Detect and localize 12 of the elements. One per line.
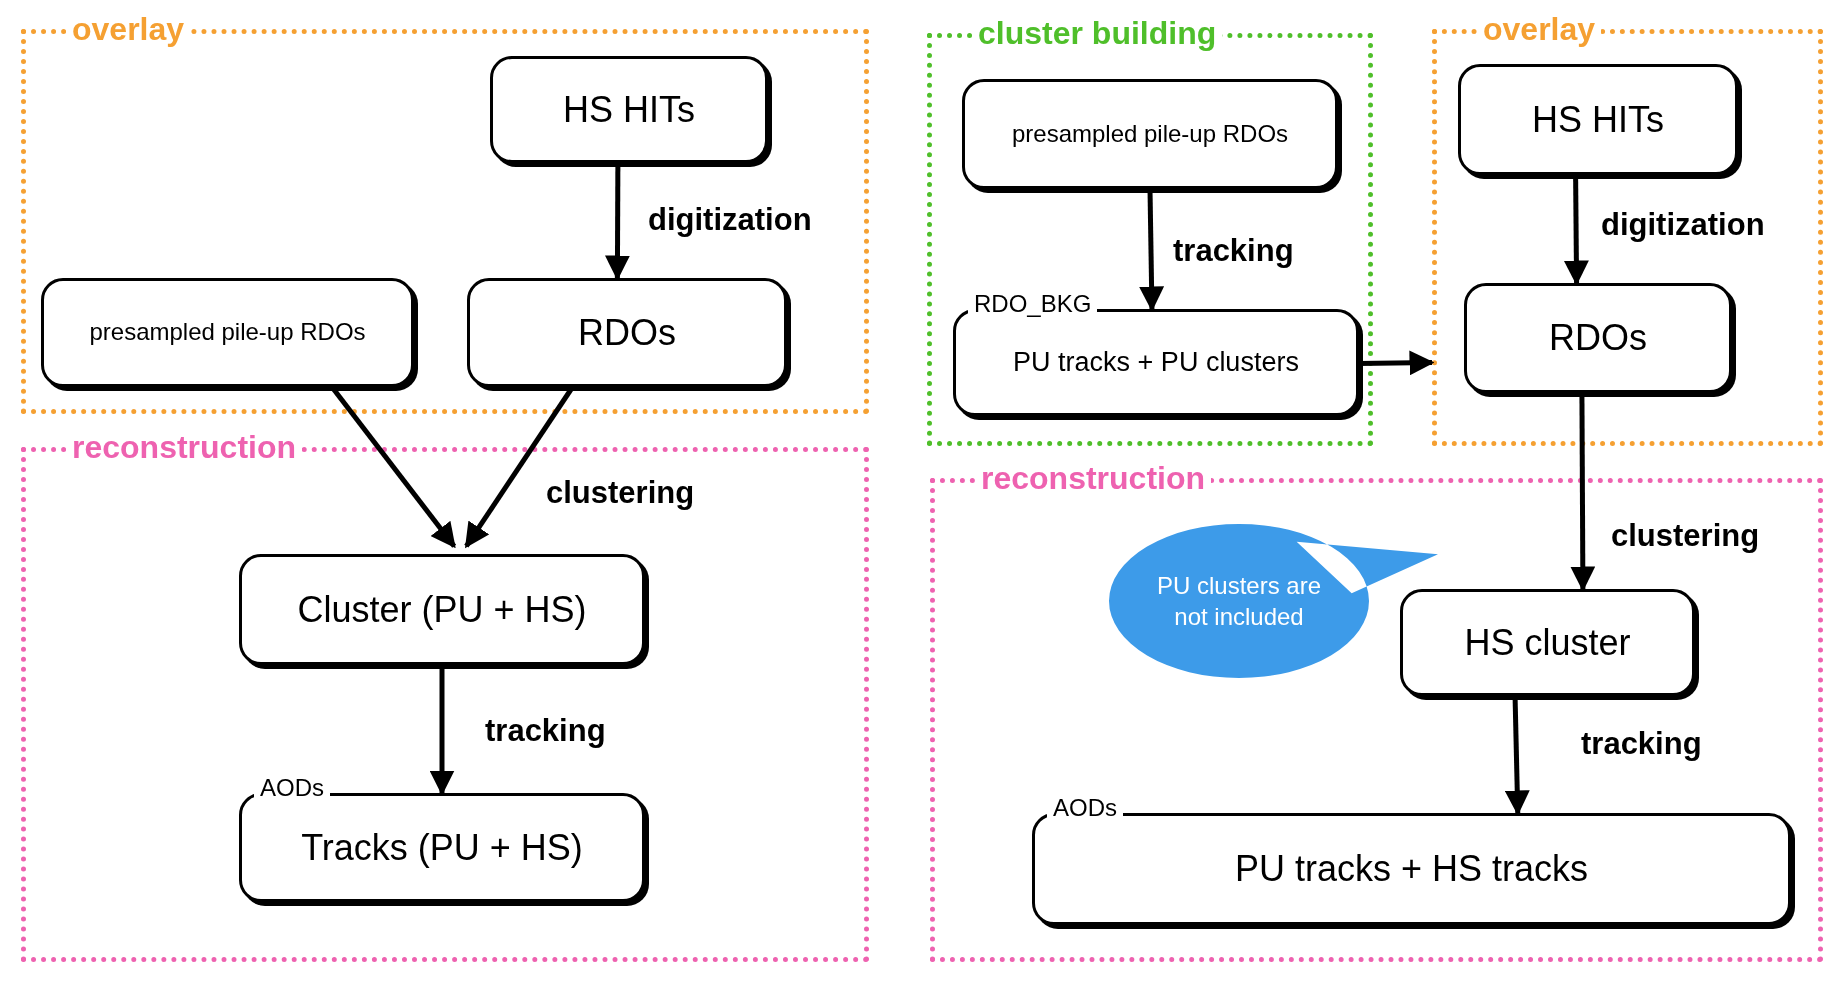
box-label: presampled pile-up RDOs <box>1010 119 1290 149</box>
box-label: HS HITs <box>1531 97 1665 142</box>
box-label: Cluster (PU + HS) <box>296 587 588 632</box>
box-label: HS cluster <box>1463 620 1632 665</box>
box-label: RDOs <box>577 310 677 355</box>
box-label: HS HITs <box>562 87 696 132</box>
box-label: RDOs <box>1548 316 1648 360</box>
callout-text: PU clusters are not included <box>1155 570 1323 632</box>
box-label: presampled pile-up RDOs <box>88 318 367 347</box>
box-label: PU tracks + PU clusters <box>1012 346 1300 379</box>
box-label: PU tracks + HS tracks <box>1233 847 1590 891</box>
box-label: Tracks (PU + HS) <box>300 825 584 870</box>
